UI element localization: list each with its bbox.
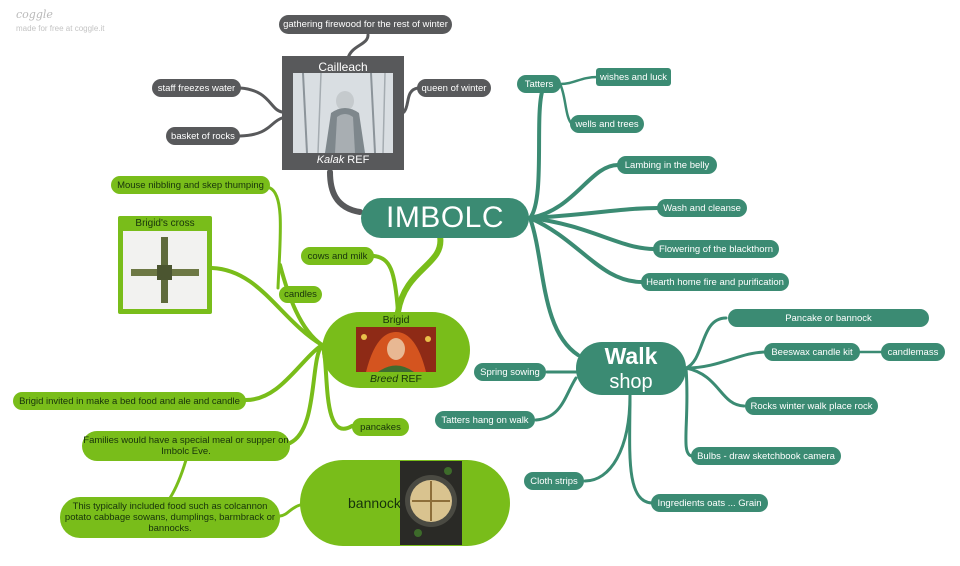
- node-cows-and-milk[interactable]: cows and milk: [301, 247, 374, 265]
- node-flowering-blackthorn[interactable]: Flowering of the blackthorn: [653, 240, 779, 258]
- node-wishes-and-luck[interactable]: wishes and luck: [596, 68, 671, 86]
- node-pancakes[interactable]: pancakes: [352, 418, 409, 436]
- brigid-title: Brigid: [382, 314, 410, 326]
- node-rocks-winter-walk[interactable]: Rocks winter walk place rock: [745, 397, 878, 415]
- node-candlemass[interactable]: candlemass: [881, 343, 945, 361]
- shop-label: shop: [609, 370, 653, 393]
- node-pancake-bannock[interactable]: Pancake or bannock: [728, 309, 929, 327]
- cailleach-branch-basket[interactable]: basket of rocks: [166, 127, 240, 145]
- node-candles[interactable]: candles: [279, 286, 322, 303]
- node-ingredients[interactable]: Ingredients oats ... Grain: [651, 494, 768, 512]
- cailleach-image: [293, 73, 393, 153]
- brigid-image: [356, 327, 436, 372]
- node-lambing[interactable]: Lambing in the belly: [617, 156, 717, 174]
- node-typical-foods[interactable]: This typically included food such as col…: [60, 497, 280, 538]
- cailleach-branch-firewood[interactable]: gathering firewood for the rest of winte…: [279, 15, 452, 34]
- node-spring-sowing[interactable]: Spring sowing: [474, 363, 546, 381]
- walk-label: Walk: [604, 342, 658, 369]
- brigids-cross-title: Brigid's cross: [135, 218, 195, 229]
- coggle-tagline: made for free at coggle.it: [16, 24, 105, 33]
- brigid-card[interactable]: Brigid Breed REF: [322, 312, 470, 388]
- brigid-ref-label[interactable]: REF: [400, 373, 422, 385]
- node-tatters-hang[interactable]: Tatters hang on walk: [435, 411, 535, 429]
- node-brigid-invited[interactable]: Brigid invited in make a bed food and al…: [13, 392, 246, 410]
- node-beeswax-kit[interactable]: Beeswax candle kit: [764, 343, 860, 361]
- bannock-image: [400, 461, 462, 545]
- cailleach-ref-name: Kalak: [316, 154, 345, 166]
- node-bulbs-draw[interactable]: Bulbs - draw sketchbook camera: [691, 447, 841, 465]
- node-mouse-nibbling[interactable]: Mouse nibbling and skep thumping: [111, 176, 270, 194]
- node-cloth-strips[interactable]: Cloth strips: [524, 472, 584, 490]
- cailleach-ref-label[interactable]: REF: [347, 154, 370, 166]
- node-bannock[interactable]: bannock: [300, 460, 510, 546]
- node-hearth[interactable]: Hearth home fire and purification: [641, 273, 789, 291]
- node-tatters[interactable]: Tatters: [517, 75, 561, 93]
- link-imbolc-cailleach: [327, 169, 363, 215]
- brigids-cross-image: [123, 231, 207, 309]
- cailleach-branch-queen[interactable]: queen of winter: [417, 79, 491, 97]
- central-node-imbolc[interactable]: IMBOLC: [361, 198, 529, 238]
- bannock-label: bannock: [348, 495, 401, 511]
- node-wash-cleanse[interactable]: Wash and cleanse: [657, 199, 747, 217]
- node-walk-shop[interactable]: Walk shop: [576, 342, 686, 395]
- brigid-ref-name: Breed: [370, 373, 399, 385]
- cailleach-card[interactable]: Cailleach Kalak REF: [282, 56, 404, 170]
- node-wells-and-trees[interactable]: wells and trees: [570, 115, 644, 133]
- node-families-meal[interactable]: Families would have a special meal or su…: [82, 431, 290, 461]
- cailleach-branch-staff[interactable]: staff freezes water: [152, 79, 241, 97]
- cailleach-title: Cailleach: [318, 60, 368, 74]
- brigids-cross-card[interactable]: Brigid's cross: [118, 216, 212, 314]
- coggle-logo[interactable]: coggle: [16, 8, 53, 21]
